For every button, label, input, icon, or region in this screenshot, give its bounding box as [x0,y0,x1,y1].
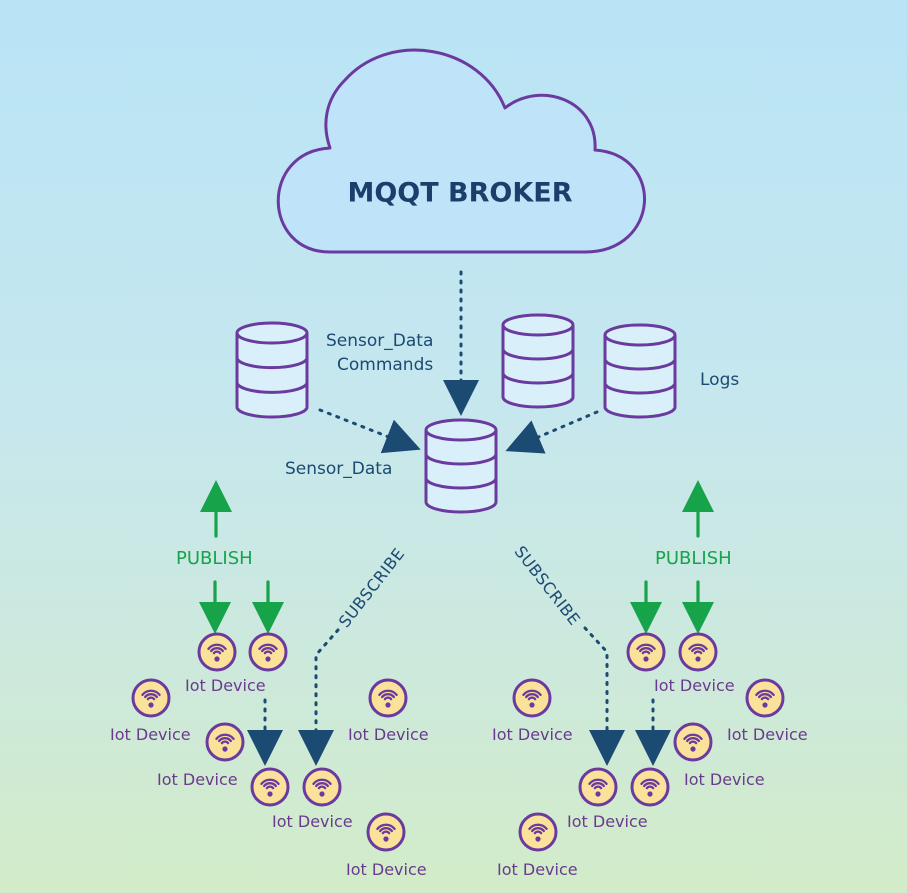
publish-right-label: PUBLISH [655,548,732,569]
wifi-icon [578,767,618,807]
device-label: Iot Device [348,725,429,744]
wifi-icon [197,632,237,672]
database-icon-left [235,321,309,419]
database-icon-mid [501,313,575,409]
wifi-icon [250,767,290,807]
wifi-icon [630,767,670,807]
device-icon-group [131,632,785,852]
wifi-icon [673,722,713,762]
device-label: Iot Device [492,725,573,744]
topics-label-sensor-data: Sensor_Data [326,331,434,351]
broker-title: MQQT BROKER [347,177,573,209]
wifi-icon [366,812,406,852]
device-label: Iot Device [346,860,427,879]
broker-cloud-icon [276,48,646,254]
device-label: Iot Device [185,676,266,695]
device-label: Iot Device [157,770,238,789]
device-label: Iot Device [654,676,735,695]
topics-label-commands: Commands [337,355,434,375]
wifi-icon [131,678,171,718]
wifi-icon [302,767,342,807]
database-group [235,313,677,514]
subscribe-right-arrow [583,626,625,766]
logs-label: Logs [700,370,740,390]
wifi-icon [678,632,718,672]
right-db-to-center-arrow [505,410,599,454]
device-label: Iot Device [272,812,353,831]
device-label: Iot Device [727,725,808,744]
wifi-icon [518,812,558,852]
device-label: Iot Device [567,812,648,831]
device-label: Iot Device [684,770,765,789]
wifi-icon [626,632,666,672]
database-icon-right [603,323,677,419]
wifi-icon [368,678,408,718]
wifi-icon [745,678,785,718]
wifi-icon [248,632,288,672]
publish-left-label: PUBLISH [176,548,253,569]
central-db-label: Sensor_Data [285,459,393,479]
database-icon-central [424,418,498,514]
wifi-icon [205,722,245,762]
device-label: Iot Device [497,860,578,879]
subscribe-left-arrow [298,628,340,766]
device-label: Iot Device [110,725,191,744]
left-db-to-center-arrow [318,408,421,454]
wifi-icon [512,678,552,718]
